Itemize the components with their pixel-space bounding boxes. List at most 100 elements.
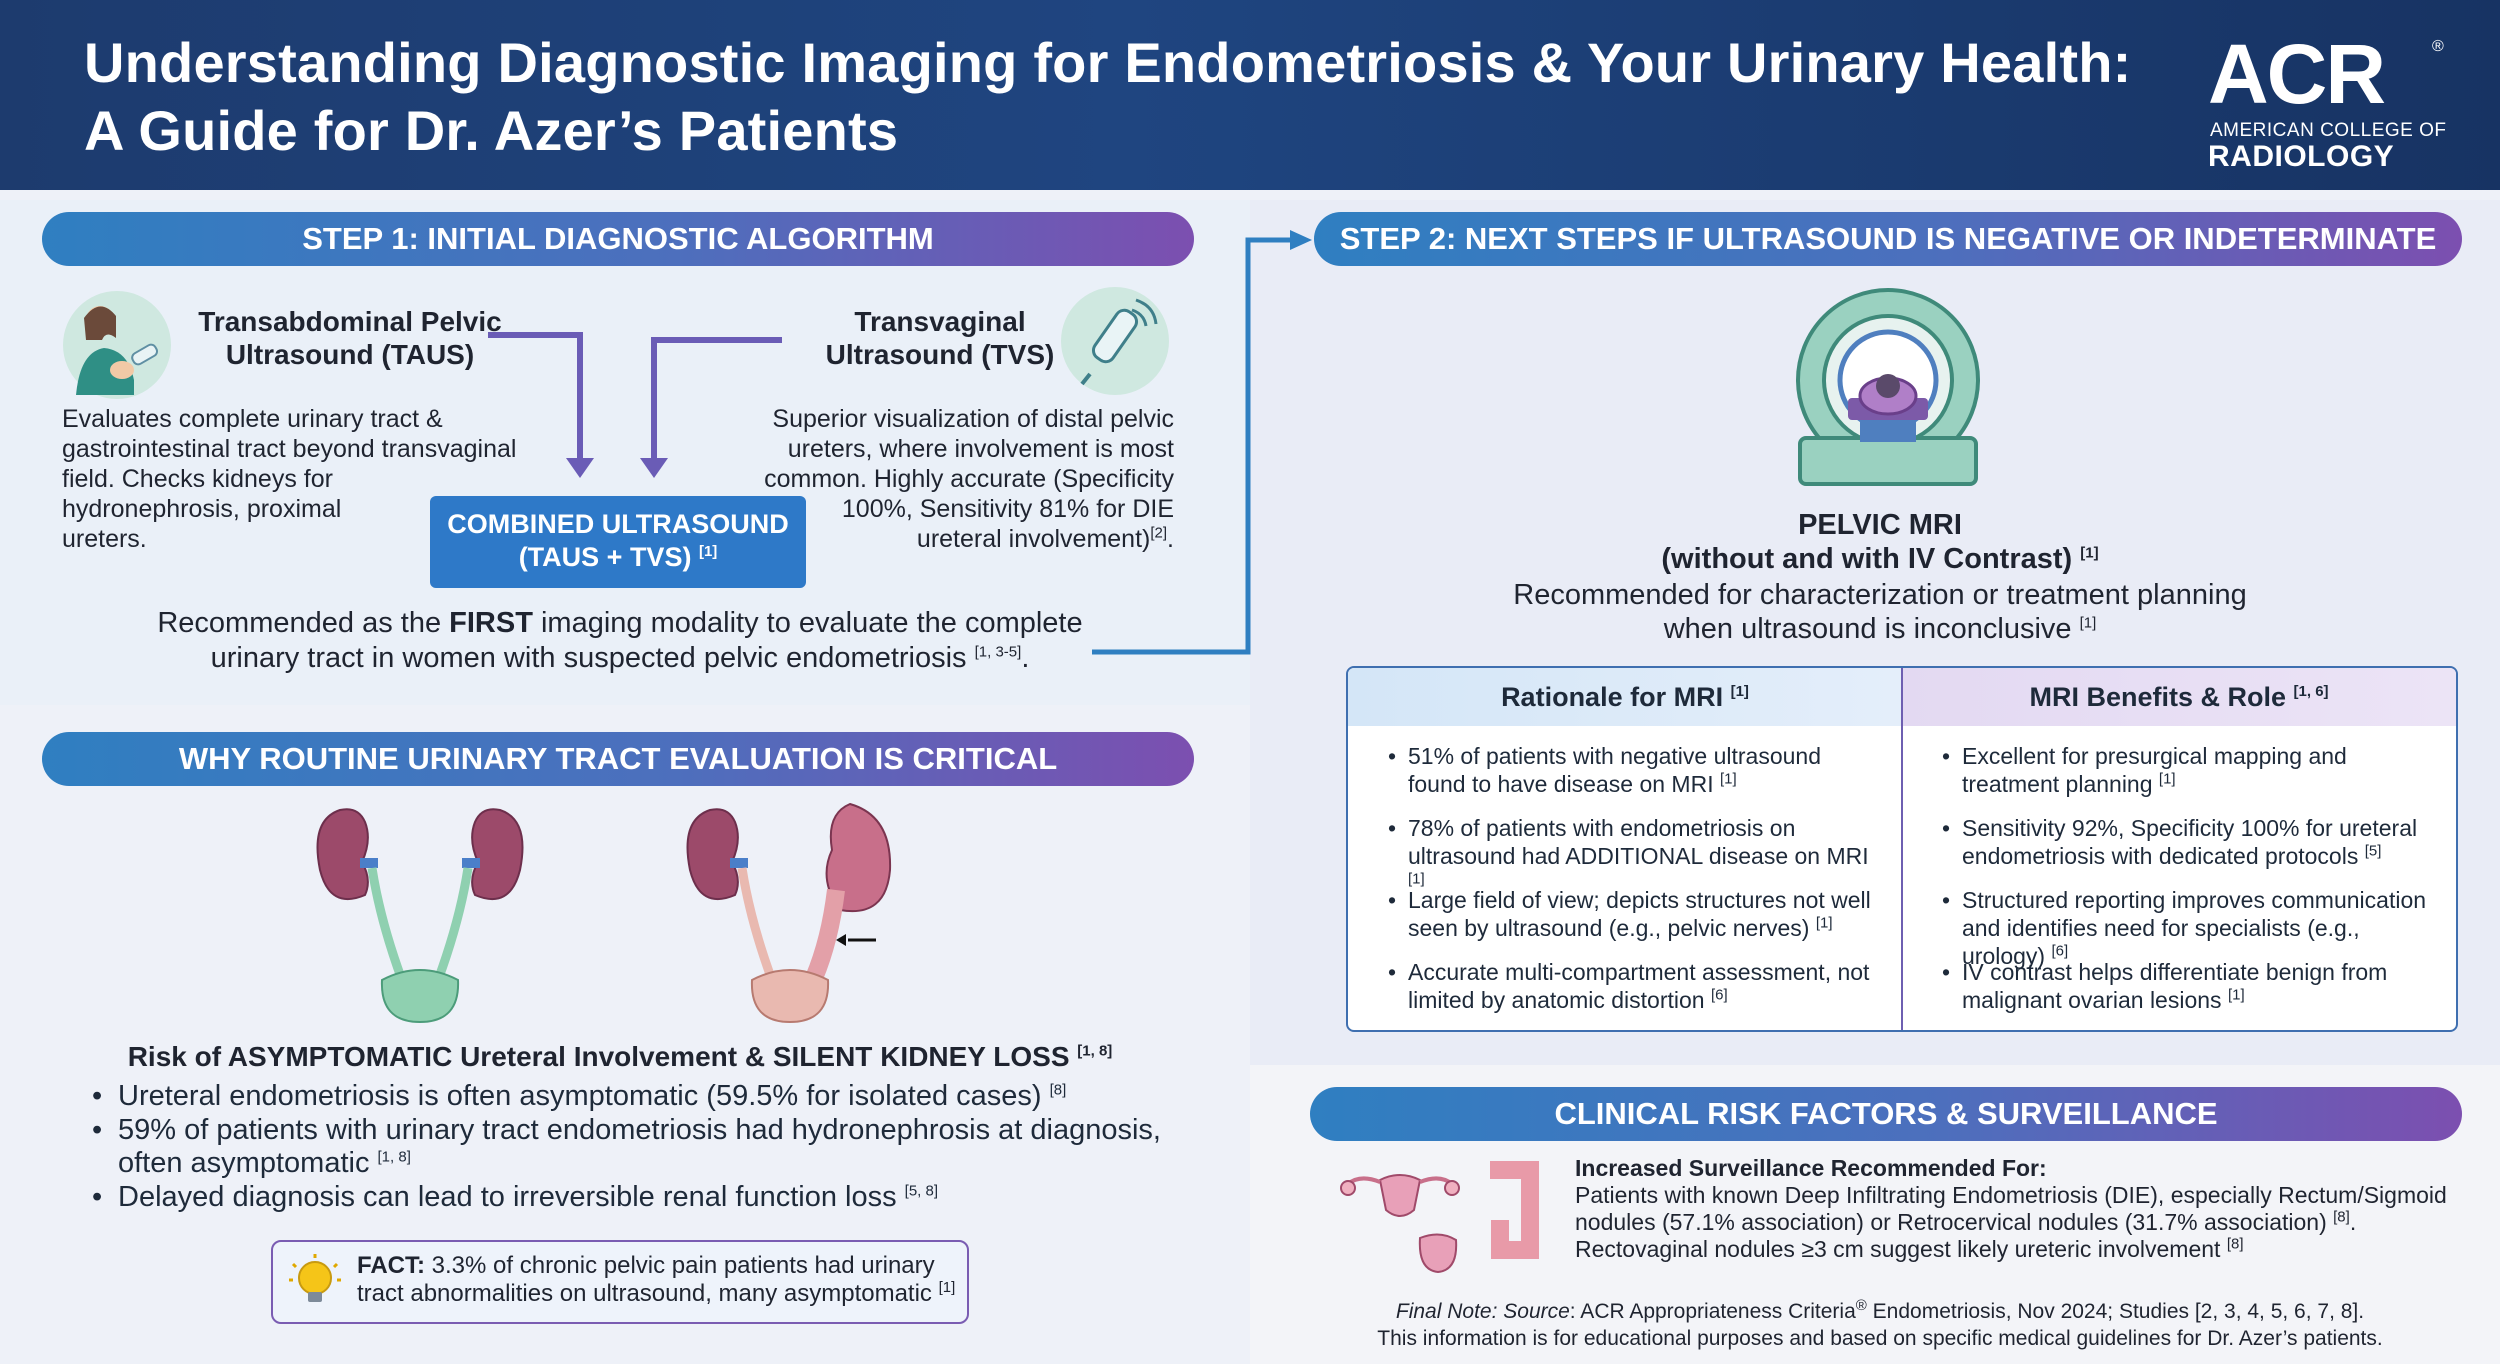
mri-rec-line1: Recommended for characterization or trea… bbox=[1513, 579, 2247, 611]
colon-icon bbox=[1490, 1161, 1539, 1259]
bullet-dot: • bbox=[1942, 815, 1951, 841]
benefit-line2: malignant ovarian lesions bbox=[1962, 987, 2222, 1013]
risk-line2-ref: [8] bbox=[2333, 1208, 2350, 1226]
patient-ultrasound-icon bbox=[63, 291, 171, 399]
risk-line1: Patients with known Deep Infiltrating En… bbox=[1575, 1182, 2447, 1208]
acr-logo-registered: ® bbox=[2432, 38, 2444, 55]
bullet-dot: • bbox=[1388, 743, 1397, 769]
ultrasound-probe-icon bbox=[1061, 287, 1169, 395]
pelvic-organs-icon bbox=[1340, 1161, 1539, 1274]
rec-post: imaging modality to evaluate the complet… bbox=[532, 607, 1083, 639]
rationale-ref: [1] bbox=[1815, 914, 1833, 932]
rationale-line2: ultrasound had ADDITIONAL disease on MRI bbox=[1408, 843, 1869, 869]
rationale-line2: seen by ultrasound (e.g., pelvic nerves) bbox=[1408, 915, 1810, 941]
fact-callout: FACT: 3.3% of chronic pelvic pain patien… bbox=[271, 1240, 969, 1324]
fact-label: FACT: bbox=[357, 1252, 425, 1279]
why-bullet-text: 59% of patients with urinary tract endom… bbox=[118, 1114, 1161, 1146]
why-bullet-ref: [5, 8] bbox=[904, 1182, 939, 1200]
benefit-item: •Sensitivity 92%, Specificity 100% for u… bbox=[1942, 814, 2442, 870]
rationale-line1: Large field of view; depicts structures … bbox=[1408, 887, 1871, 913]
step2-heading: STEP 2: NEXT STEPS IF ULTRASOUND IS NEGA… bbox=[1314, 212, 2462, 266]
mri-title-line1: PELVIC MRI bbox=[1798, 509, 1962, 541]
taus-desc-line: gastrointestinal tract beyond transvagin… bbox=[62, 435, 517, 463]
rec-ref: [1, 3-5] bbox=[974, 643, 1022, 661]
combined-ultrasound-box: COMBINED ULTRASOUND (TAUS + TVS) [1] bbox=[430, 496, 806, 588]
acr-logo-line2: RADIOLOGY bbox=[2208, 140, 2395, 173]
step1-heading-text: STEP 1: INITIAL DIAGNOSTIC ALGORITHM bbox=[302, 221, 934, 256]
why-bullet-ref: [8] bbox=[1049, 1081, 1067, 1099]
combined-line2: (TAUS + TVS) bbox=[518, 542, 692, 572]
tvs-desc-line: ureteral involvement)[2]. bbox=[730, 524, 1174, 554]
header-banner bbox=[0, 0, 2500, 190]
rationale-header-text: Rationale for MRI bbox=[1501, 682, 1724, 712]
benefit-line2: endometriosis with dedicated protocols bbox=[1962, 843, 2359, 869]
bullet-dot: • bbox=[1942, 743, 1951, 769]
tvs-desc-text: ureteral involvement) bbox=[916, 525, 1151, 553]
mri-rec-ref: [1] bbox=[2079, 614, 2097, 632]
rationale-item: •Accurate multi-compartment assessment, … bbox=[1388, 958, 1888, 1014]
first-modality-recommendation: Recommended as the FIRST imaging modalit… bbox=[120, 606, 1120, 676]
rationale-ref: [1] bbox=[1408, 870, 1425, 888]
tvs-end: . bbox=[1167, 525, 1174, 553]
bullet-dot: • bbox=[92, 1080, 103, 1112]
fact-text-line1: 3.3% of chronic pelvic pain patients had… bbox=[425, 1252, 935, 1279]
why-bullet: • 59% of patients with urinary tract endo… bbox=[92, 1114, 1178, 1180]
mri-title-line2: (without and with IV Contrast) bbox=[1661, 543, 2073, 575]
tvs-title: Transvaginal Ultrasound (TVS) bbox=[770, 305, 1110, 371]
rationale-ref: [6] bbox=[1710, 986, 1728, 1004]
bladder-icon bbox=[1418, 1233, 1458, 1274]
page-title-line2: A Guide for Dr. Azer’s Patients bbox=[84, 99, 899, 162]
hydronephrosis-urinary-tract-icon bbox=[686, 802, 892, 1024]
taus-description: Evaluates complete urinary tract & gastr… bbox=[62, 404, 532, 554]
mri-table: Rationale for MRI [1] MRI Benefits & Rol… bbox=[1346, 666, 2458, 1032]
rationale-line1: 78% of patients with endometriosis on bbox=[1408, 815, 1796, 841]
healthy-urinary-tract-icon bbox=[316, 808, 524, 1024]
combined-ref: [1] bbox=[698, 543, 718, 560]
rec-line2: urinary tract in women with suspected pe… bbox=[210, 642, 967, 674]
bullet-dot: • bbox=[1942, 959, 1951, 985]
rationale-line2: limited by anatomic distortion bbox=[1408, 987, 1705, 1013]
acr-logo: ACR ® AMERICAN COLLEGE OF RADIOLOGY bbox=[2200, 27, 2446, 173]
rationale-header-ref: [1] bbox=[1730, 683, 1749, 700]
taus-title-line2: Ultrasound (TAUS) bbox=[225, 339, 475, 370]
tvs-description: Superior visualization of distal pelvic … bbox=[730, 404, 1174, 554]
tvs-ref: [2] bbox=[1150, 524, 1168, 542]
rationale-header: Rationale for MRI [1] bbox=[1348, 668, 1902, 726]
tvs-desc-line: 100%, Sensitivity 81% for DIE bbox=[841, 495, 1174, 523]
footer-disclaimer: This information is for educational purp… bbox=[1377, 1327, 2383, 1350]
why-heading-text: WHY ROUTINE URINARY TRACT EVALUATION IS … bbox=[178, 741, 1058, 776]
risk-subtitle: Increased Surveillance Recommended For: bbox=[1575, 1155, 2047, 1181]
acr-logo-word: ACR bbox=[2208, 27, 2386, 121]
rationale-item: •51% of patients with negative ultrasoun… bbox=[1388, 742, 1888, 798]
why-bullet-text: Delayed diagnosis can lead to irreversib… bbox=[118, 1181, 897, 1213]
risk-line2: nodules (57.1% association) or Retrocerv… bbox=[1575, 1209, 2327, 1235]
taus-title-line1: Transabdominal Pelvic bbox=[198, 306, 502, 337]
mri-title: PELVIC MRI (without and with IV Contrast… bbox=[1470, 508, 2290, 576]
risk-text: Increased Surveillance Recommended For: … bbox=[1575, 1155, 2455, 1263]
taus-desc-line: ureters. bbox=[62, 525, 147, 553]
bullet-dot: • bbox=[92, 1181, 103, 1213]
rationale-item: •Large field of view; depicts structures… bbox=[1388, 886, 1888, 942]
footer-note-text: : ACR Appropriateness Criteria bbox=[1569, 1300, 1856, 1323]
bullet-dot: • bbox=[92, 1114, 103, 1146]
taus-desc-line: hydronephrosis, proximal bbox=[62, 495, 342, 523]
benefit-line2: and identifies need for specialists (e.g… bbox=[1962, 915, 2360, 969]
benefit-line1: Structured reporting improves communicat… bbox=[1962, 887, 2427, 913]
fact-text-line2: tract abnormalities on ultrasound, many … bbox=[357, 1280, 932, 1307]
tvs-desc-line: common. Highly accurate (Specificity bbox=[764, 465, 1174, 493]
fact-ref: [1] bbox=[938, 1279, 956, 1296]
risk-line3-ref: [8] bbox=[2226, 1235, 2244, 1253]
taus-desc-line: Evaluates complete urinary tract & bbox=[62, 405, 443, 433]
mri-sub-ref: [1] bbox=[2080, 544, 2099, 562]
benefits-header-ref: [1, 6] bbox=[2293, 683, 2329, 700]
benefit-item: •IV contrast helps differentiate benign … bbox=[1942, 958, 2442, 1014]
tvs-desc-line: ureters, where involvement is most bbox=[787, 435, 1174, 463]
tvs-desc-line: Superior visualization of distal pelvic bbox=[772, 405, 1174, 433]
risk-line2-end: . bbox=[2349, 1209, 2357, 1235]
why-heading: WHY ROUTINE URINARY TRACT EVALUATION IS … bbox=[42, 732, 1194, 786]
footer-note-label: Final Note: Source bbox=[1395, 1300, 1570, 1323]
risk-title: Risk of ASYMPTOMATIC Ureteral Involvemen… bbox=[60, 1040, 1180, 1074]
